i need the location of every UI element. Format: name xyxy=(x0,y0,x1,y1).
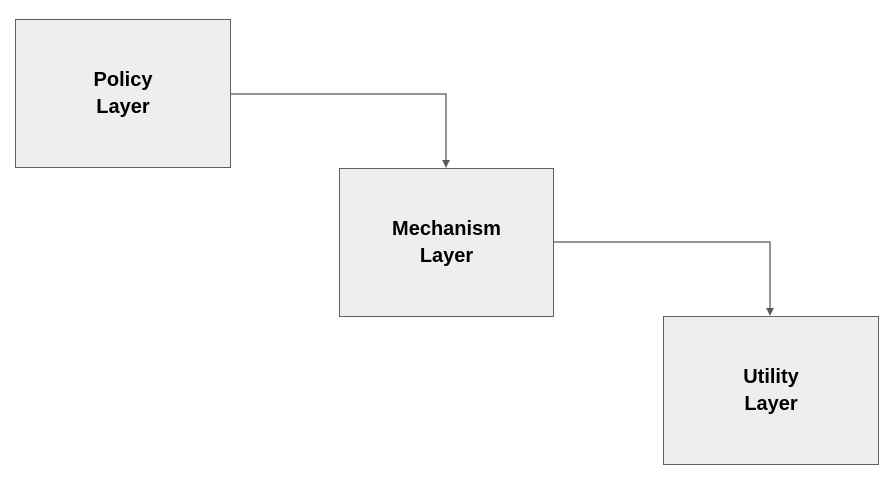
utility-layer-label: Utility Layer xyxy=(743,365,799,415)
mechanism-layer-label: Mechanism Layer xyxy=(392,217,501,267)
connector-policy-to-mechanism xyxy=(231,93,450,168)
connector-mechanism-to-utility xyxy=(554,241,774,316)
mechanism-layer-node: Mechanism Layer xyxy=(339,168,554,317)
utility-layer-node: Utility Layer xyxy=(663,316,879,465)
policy-layer-label: Policy Layer xyxy=(93,68,153,118)
policy-layer-node: Policy Layer xyxy=(15,19,231,168)
